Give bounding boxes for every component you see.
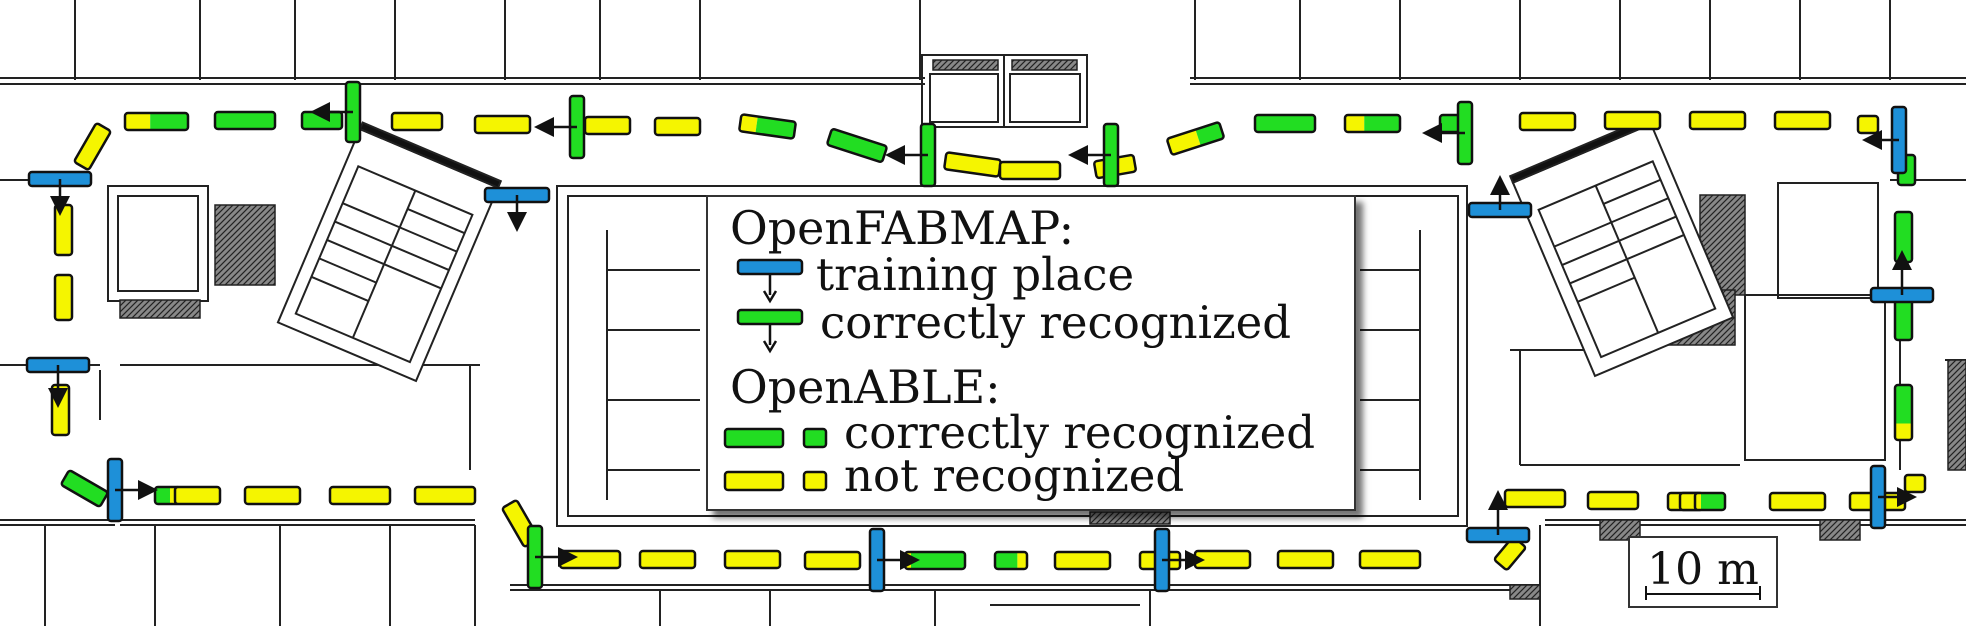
trajectory-dash — [1053, 550, 1112, 571]
scale-tick-left — [1645, 586, 1647, 600]
trajectory-dash — [583, 115, 632, 136]
training-place-marker — [1465, 490, 1531, 544]
place-markers — [25, 80, 1935, 593]
trajectory-dash — [1518, 111, 1577, 132]
trajectory-dash — [998, 160, 1062, 181]
trajectory-dash — [1856, 114, 1880, 135]
legend-able-recognized: correctly recognized — [844, 406, 1316, 459]
trajectory-dash — [1253, 113, 1317, 134]
training-place-marker — [483, 186, 551, 232]
fabmap-recognized-symbol — [736, 308, 804, 354]
trajectory-dash — [1503, 488, 1567, 509]
trajectory-dash — [300, 110, 344, 131]
trajectory-dash — [826, 127, 888, 164]
scale-line — [1645, 593, 1761, 595]
trajectory-dash — [1586, 490, 1640, 511]
trajectory-dash — [1343, 113, 1402, 134]
trajectory-dash — [943, 151, 1002, 178]
trajectory-dash — [1193, 549, 1252, 570]
training-place-marker — [868, 527, 920, 593]
trajectory-dash — [1166, 121, 1225, 156]
training-place-marker — [1869, 250, 1935, 304]
trajectory-dashes — [50, 110, 1927, 571]
training-place-marker — [1467, 175, 1533, 219]
trajectory-dash — [73, 122, 112, 171]
trajectory-dash — [723, 549, 782, 570]
trajectory-dash — [1768, 491, 1827, 512]
training-place-marker — [25, 356, 91, 408]
trajectory-dash — [558, 549, 622, 570]
trajectory-dash — [1903, 473, 1927, 494]
legend-openfabmap-title: OpenFABMAP: — [730, 201, 1075, 255]
trajectory-dash — [738, 113, 797, 140]
training-place-marker — [106, 457, 158, 523]
recognized-place-marker — [534, 94, 586, 160]
training-place-marker — [1862, 105, 1908, 175]
trajectory-dash — [123, 111, 190, 132]
trajectory-dash — [803, 550, 862, 571]
trajectory-dash — [60, 469, 109, 508]
legend: OpenFABMAP: training place correctly rec… — [706, 195, 1356, 511]
trajectory-dash — [1358, 549, 1422, 570]
legend-fabmap-recognized: correctly recognized — [820, 296, 1292, 349]
trajectory-dash — [1773, 110, 1832, 131]
legend-not-recognized: not recognized — [844, 449, 1185, 502]
not-recognized-symbol — [723, 470, 828, 492]
trajectory-dash — [1688, 110, 1747, 131]
able-recognized-symbol — [723, 427, 828, 449]
trajectory-dash — [1276, 549, 1335, 570]
training-place-marker — [1869, 464, 1917, 530]
trajectory-dash — [1893, 383, 1914, 442]
recognized-place-marker — [1422, 100, 1474, 166]
recognized-place-marker — [885, 122, 937, 188]
trajectory-dash — [173, 485, 222, 506]
trajectory-dash — [390, 111, 444, 132]
training-place-marker — [1153, 527, 1205, 593]
trajectory-dash — [638, 549, 697, 570]
trajectory-dash — [413, 485, 477, 506]
trajectory-dash — [243, 485, 302, 506]
trajectory-dash — [993, 550, 1029, 571]
legend-training-place: training place — [816, 248, 1135, 301]
recognized-place-marker — [310, 80, 362, 144]
trajectory-dash — [653, 116, 702, 137]
trajectory-dash — [50, 383, 71, 437]
scale-label: 10 m — [1647, 544, 1759, 595]
staircase-right — [1508, 116, 1735, 378]
recognized-place-marker — [526, 524, 578, 590]
scale-tick-right — [1759, 586, 1761, 600]
staircase-left — [276, 121, 503, 383]
trajectory-dash — [53, 273, 74, 322]
recognized-place-marker — [1068, 122, 1120, 188]
trajectory-dash — [328, 485, 392, 506]
trajectory-dash — [473, 114, 532, 135]
training-place-symbol — [736, 258, 804, 304]
training-place-marker — [27, 170, 93, 216]
trajectory-dash — [1693, 491, 1727, 512]
legend-openable-title: OpenABLE: — [730, 360, 1001, 414]
trajectory-dash — [1893, 210, 1914, 264]
trajectory-dash — [213, 110, 277, 131]
scale-bar: 10 m — [1628, 536, 1778, 608]
trajectory-dash — [53, 203, 74, 257]
trajectory-dash — [1603, 110, 1662, 131]
